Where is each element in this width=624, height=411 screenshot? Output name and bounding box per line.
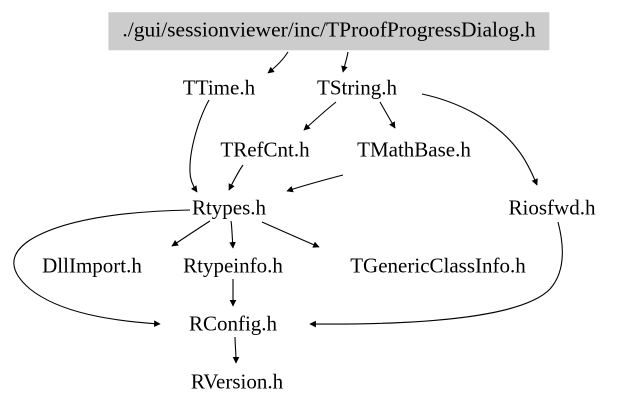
edge-rtypes-to-dllimport bbox=[171, 220, 211, 247]
node-tstring[interactable]: TString.h bbox=[317, 75, 397, 100]
node-rtypeinfo[interactable]: Rtypeinfo.h bbox=[183, 253, 283, 278]
node-rtypes[interactable]: Rtypes.h bbox=[191, 195, 267, 220]
node-root[interactable]: ./gui/sessionviewer/inc/TProofProgressDi… bbox=[108, 12, 550, 50]
node-rversion[interactable]: RVersion.h bbox=[190, 369, 284, 394]
edge-tstring-to-trefcnt bbox=[303, 101, 337, 131]
node-trefcnt[interactable]: TRefCnt.h bbox=[220, 137, 310, 162]
node-ttime[interactable]: TTime.h bbox=[182, 75, 256, 100]
edge-rtypes-to-rconfig bbox=[13, 209, 191, 327]
node-tmathbase[interactable]: TMathBase.h bbox=[357, 137, 471, 162]
edge-rtypes-to-rtypeinfo bbox=[229, 220, 236, 249]
edge-tmathbase-to-rtypes bbox=[286, 174, 344, 193]
edge-tstring-to-tmathbase bbox=[379, 101, 396, 129]
edge-root-to-tstring bbox=[341, 51, 349, 73]
edge-ttime-to-rtypes bbox=[189, 99, 210, 193]
edge-trefcnt-to-rtypes bbox=[228, 164, 244, 191]
node-riosfwd[interactable]: Riosfwd.h bbox=[508, 195, 596, 220]
node-rconfig[interactable]: RConfig.h bbox=[188, 311, 278, 336]
edge-riosfwd-to-rconfig bbox=[309, 221, 563, 328]
edge-root-to-ttime bbox=[267, 51, 289, 74]
edge-rconfig-to-rversion bbox=[232, 336, 240, 364]
edge-tstring-to-riosfwd bbox=[421, 93, 538, 186]
node-tgenericclassinfo[interactable]: TGenericClassInfo.h bbox=[350, 253, 526, 278]
edge-rtypes-to-tgeneric bbox=[261, 221, 320, 248]
node-dllimport[interactable]: DllImport.h bbox=[42, 253, 142, 278]
